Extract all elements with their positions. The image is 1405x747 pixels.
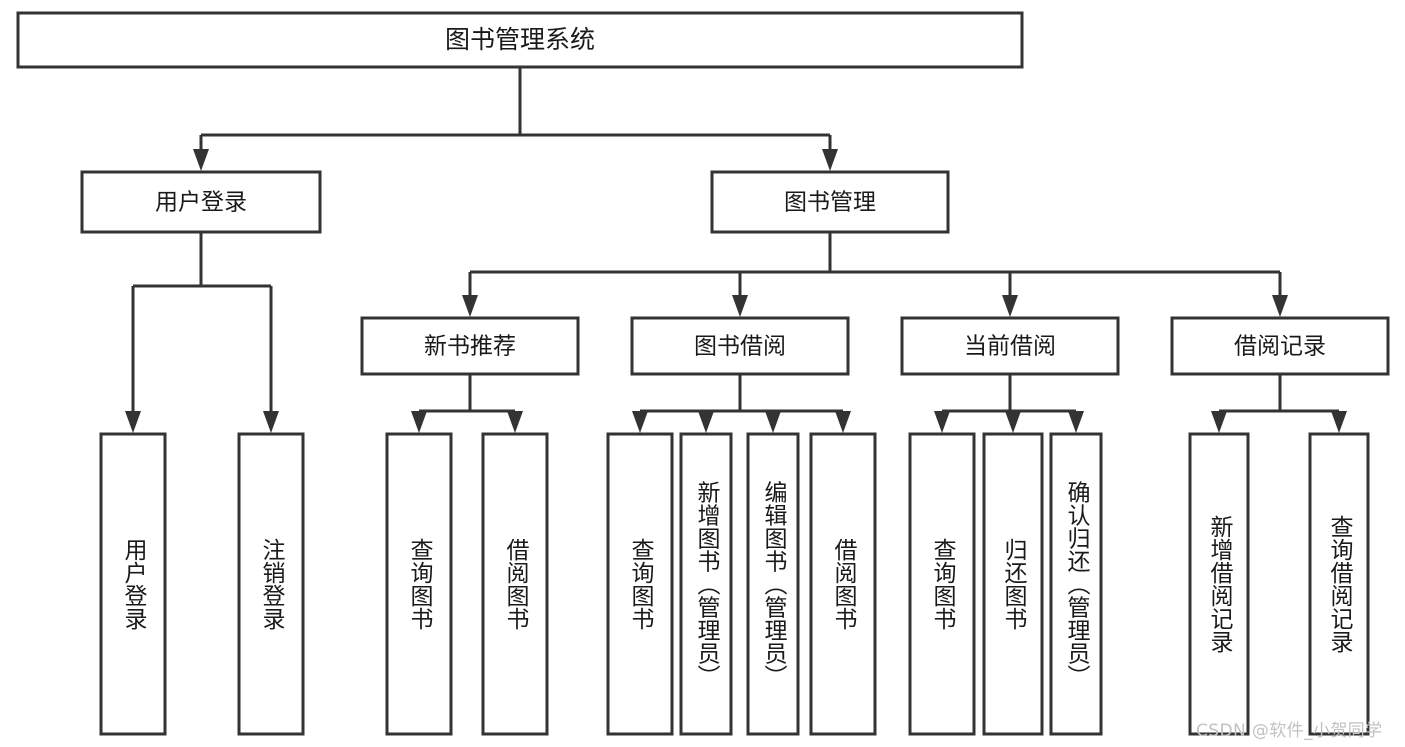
node-box-root	[16, 11, 1024, 69]
node-layer: 图书管理系统用户登录图书管理用户登录注销登录新书推荐查询图书借阅图书图书借阅查询…	[16, 11, 1390, 736]
node-box-user-login	[80, 170, 322, 234]
node-label-book-borrow: 图书借阅	[694, 334, 786, 360]
node-box-current-borrow	[900, 316, 1120, 376]
node-user-login[interactable]: 用户登录	[80, 170, 322, 234]
node-borrow-record[interactable]: 借阅记录	[1170, 316, 1390, 376]
node-box-new-book-recommend	[360, 316, 580, 376]
node-label-leaf-add-record: 新增借阅记录	[1206, 515, 1234, 653]
node-box-leaf-user-login	[99, 432, 167, 736]
node-book-borrow[interactable]: 图书借阅	[630, 316, 850, 376]
node-label-leaf-query-record: 查询借阅记录	[1326, 515, 1354, 653]
node-box-book-management	[710, 170, 950, 234]
node-label-leaf-user-login: 用户登录	[120, 538, 148, 630]
node-leaf-return-book[interactable]: 归还图书	[982, 432, 1044, 736]
node-box-book-borrow	[630, 316, 850, 376]
node-root[interactable]: 图书管理系统	[16, 11, 1024, 69]
node-leaf-query-record[interactable]: 查询借阅记录	[1308, 432, 1370, 736]
connector-layer	[125, 67, 1347, 433]
node-label-leaf-query-book-3: 查询图书	[929, 538, 957, 630]
node-label-leaf-return-book: 归还图书	[1000, 538, 1028, 630]
node-label-leaf-add-book: 新增图书（管理员）	[693, 481, 721, 688]
node-label-new-book-recommend: 新书推荐	[424, 334, 516, 360]
node-box-leaf-query-book-2	[606, 432, 674, 736]
node-box-leaf-borrow-book-1	[481, 432, 549, 736]
node-new-book-recommend[interactable]: 新书推荐	[360, 316, 580, 376]
node-label-current-borrow: 当前借阅	[964, 334, 1056, 360]
node-leaf-borrow-book-1[interactable]: 借阅图书	[481, 432, 549, 736]
node-box-leaf-query-book-3	[908, 432, 976, 736]
node-leaf-confirm-return[interactable]: 确认归还（管理员）	[1049, 432, 1103, 736]
node-box-leaf-add-record	[1188, 432, 1250, 736]
node-leaf-borrow-book-2[interactable]: 借阅图书	[809, 432, 877, 736]
node-label-leaf-confirm-return: 确认归还（管理员）	[1063, 481, 1091, 688]
node-label-leaf-borrow-book-1: 借阅图书	[502, 538, 530, 630]
node-leaf-add-record[interactable]: 新增借阅记录	[1188, 432, 1250, 736]
node-box-leaf-user-logout	[237, 432, 305, 736]
node-label-leaf-edit-book: 编辑图书（管理员）	[760, 481, 788, 688]
node-box-leaf-query-book-1	[385, 432, 453, 736]
node-leaf-user-logout[interactable]: 注销登录	[237, 432, 305, 736]
node-leaf-query-book-1[interactable]: 查询图书	[385, 432, 453, 736]
node-leaf-edit-book[interactable]: 编辑图书（管理员）	[746, 432, 800, 736]
node-leaf-query-book-3[interactable]: 查询图书	[908, 432, 976, 736]
node-label-leaf-query-book-1: 查询图书	[406, 538, 434, 630]
node-label-book-management: 图书管理	[784, 190, 876, 216]
node-box-leaf-query-record	[1308, 432, 1370, 736]
node-label-root: 图书管理系统	[445, 25, 595, 54]
node-current-borrow[interactable]: 当前借阅	[900, 316, 1120, 376]
node-box-leaf-add-book	[679, 432, 733, 736]
node-book-management[interactable]: 图书管理	[710, 170, 950, 234]
node-box-leaf-confirm-return	[1049, 432, 1103, 736]
node-label-leaf-query-book-2: 查询图书	[627, 538, 655, 630]
node-leaf-user-login[interactable]: 用户登录	[99, 432, 167, 736]
node-label-leaf-user-logout: 注销登录	[258, 538, 286, 630]
node-label-leaf-borrow-book-2: 借阅图书	[830, 538, 858, 630]
node-label-user-login: 用户登录	[155, 190, 247, 216]
node-box-borrow-record	[1170, 316, 1390, 376]
node-leaf-query-book-2[interactable]: 查询图书	[606, 432, 674, 736]
node-box-leaf-edit-book	[746, 432, 800, 736]
node-box-leaf-borrow-book-2	[809, 432, 877, 736]
node-leaf-add-book[interactable]: 新增图书（管理员）	[679, 432, 733, 736]
node-box-leaf-return-book	[982, 432, 1044, 736]
node-label-borrow-record: 借阅记录	[1234, 334, 1326, 360]
